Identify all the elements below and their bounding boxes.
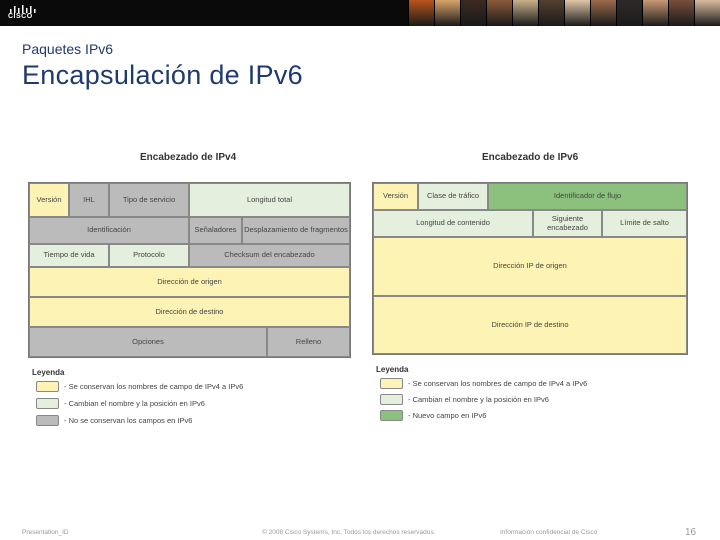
legend-label: - Se conservan los nombres de campo de I… <box>408 379 587 388</box>
banner-photo <box>564 0 590 26</box>
ipv4-fragment-offset-field: Desplazamiento de fragmentos <box>242 217 350 244</box>
legend-swatch-kept <box>380 378 403 389</box>
banner-photo <box>538 0 564 26</box>
banner-photo <box>460 0 486 26</box>
section-label: Paquetes IPv6 <box>22 41 113 57</box>
ipv4-padding-field: Relleno <box>267 327 350 357</box>
legend-label: - No se conservan los campos en IPv6 <box>64 416 192 425</box>
footer-copyright: © 2008 Cisco Systems, Inc. Todos los der… <box>262 529 435 536</box>
ipv4-legend-title: Leyenda <box>32 368 64 377</box>
ipv4-version-field: Versión <box>29 183 69 217</box>
banner-photo <box>668 0 694 26</box>
logo-text: CISCO <box>8 13 33 20</box>
ipv4-flags-field: Señaladores <box>189 217 242 244</box>
ipv6-legend-item: - Se conservan los nombres de campo de I… <box>380 378 587 389</box>
ipv6-next-header-field: Siguiente encabezado <box>533 210 602 237</box>
ipv6-source-address-field: Dirección IP de origen <box>373 237 687 296</box>
ipv6-flow-label-field: Identificador de flujo <box>488 183 687 210</box>
ipv6-traffic-class-field: Clase de tráfico <box>418 183 488 210</box>
ipv6-header-diagram: Versión Clase de tráfico Identificador d… <box>372 182 688 355</box>
banner-photo <box>408 0 434 26</box>
legend-swatch-removed <box>36 415 59 426</box>
ipv4-ihl-field: IHL <box>69 183 109 217</box>
ipv4-legend-item: - Cambian el nombre y la posición en IPv… <box>36 398 205 409</box>
banner-photo <box>434 0 460 26</box>
banner-photo <box>512 0 538 26</box>
page-number: 16 <box>685 527 696 538</box>
footer-presentation-id: Presentation_ID <box>22 529 69 536</box>
ipv4-heading: Encabezado de IPv4 <box>140 152 236 163</box>
ipv4-total-length-field: Longitud total <box>189 183 350 217</box>
ipv4-header-diagram: Versión IHL Tipo de servicio Longitud to… <box>28 182 351 358</box>
ipv6-legend-item: - Nuevo campo en IPv6 <box>380 410 486 421</box>
ipv4-identification-field: Identificación <box>29 217 189 244</box>
ipv6-hop-limit-field: Límite de salto <box>602 210 687 237</box>
ipv6-legend-item: - Cambian el nombre y la posición en IPv… <box>380 394 549 405</box>
ipv4-options-field: Opciones <box>29 327 267 357</box>
ipv6-heading: Encabezado de IPv6 <box>482 152 578 163</box>
banner-photo <box>694 0 720 26</box>
legend-swatch-new <box>380 410 403 421</box>
ipv4-destination-address-field: Dirección de destino <box>29 297 350 327</box>
footer-confidential: Información confidencial de Cisco <box>500 529 597 536</box>
banner-photo <box>642 0 668 26</box>
legend-label: - Cambian el nombre y la posición en IPv… <box>64 399 205 408</box>
ipv4-legend-item: - Se conservan los nombres de campo de I… <box>36 381 243 392</box>
banner-photo <box>616 0 642 26</box>
top-banner: CISCO <box>0 0 720 26</box>
ipv4-protocol-field: Protocolo <box>109 244 189 267</box>
banner-photo <box>486 0 512 26</box>
legend-swatch-changed <box>380 394 403 405</box>
ipv4-ttl-field: Tiempo de vida <box>29 244 109 267</box>
ipv6-payload-length-field: Longitud de contenido <box>373 210 533 237</box>
ipv4-tos-field: Tipo de servicio <box>109 183 189 217</box>
ipv4-legend-item: - No se conservan los campos en IPv6 <box>36 415 192 426</box>
legend-label: - Nuevo campo en IPv6 <box>408 411 486 420</box>
page-title: Encapsulación de IPv6 <box>22 60 303 91</box>
ipv6-version-field: Versión <box>373 183 418 210</box>
photo-strip <box>408 0 720 26</box>
ipv6-legend-title: Leyenda <box>376 365 408 374</box>
ipv4-checksum-field: Checksum del encabezado <box>189 244 350 267</box>
ipv4-source-address-field: Dirección de origen <box>29 267 350 297</box>
ipv6-destination-address-field: Dirección IP de destino <box>373 296 687 354</box>
banner-photo <box>590 0 616 26</box>
legend-swatch-kept <box>36 381 59 392</box>
legend-label: - Se conservan los nombres de campo de I… <box>64 382 243 391</box>
legend-label: - Cambian el nombre y la posición en IPv… <box>408 395 549 404</box>
legend-swatch-changed <box>36 398 59 409</box>
